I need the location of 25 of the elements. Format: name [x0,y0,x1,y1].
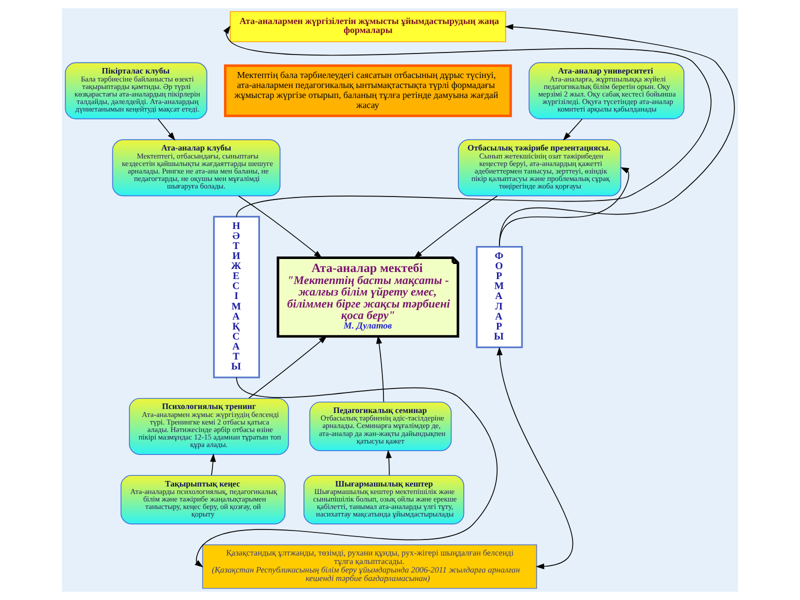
node-box: ФОРМАЛАРЫ [476,246,523,348]
node-box: Ата-аналармен жүргізілетін жұмысты ұйымдастырудың жаңа формалары [230,11,506,42]
arrow [386,450,392,476]
arrow [496,346,574,570]
node-box: Тақырыптық кеңес Ата-аналарды психологиялық, педагогикалық білім және тәжірибе жаңалықтарымен таныстыру, кеңес беру, ой қозғау, ой қорыту [120,474,286,524]
node-box: Психологиялық тренинг Ата-аналармен жұмыс жүргізудің белсенді түрі. Тренингке кемі 2 отбасы қатыса алады. Нәтижесінде әрбір отбасы өзіне пікірі мазмұндас 12-15 адамнан тұратын топ құра алады. [128,398,289,455]
arrow [194,377,498,568]
node-box: Ата-аналар университеті Ата-аналарға, жұртшылыққа жүйелі педагогикалық білім беретін орын. Оқу мерзімі 2 жыл. Оқу сабақ кестесі бойынша жүргізіледі. Оқуға түсетіндер ата-аналар комитеті арқылы қабылданады [528,62,684,120]
node-box: Пікірталас клубы Бала тәрбиесіне байланысты өзекті тақырыптарды қамтиды. Әр түрлі көзқарастағы ата-аналардың пікірлерін талдайды, дәлелдейді. Ата-аналардың дүниетанымын кеңейтуді мақсат етеді. [64,62,208,120]
node-box: Педагогикалық семинар Отбасылық тәрбиенің әдіс-тәсілдеріне арналады. Семинарға мұғалімдер де, ата-аналар да жан-жақты дайындықпен қатысуы қажет [309,402,452,452]
arrow [210,453,216,476]
arrow [498,24,735,246]
node-box: Шығармашылық кештер Шығармашылық кештер мектепішілік және сыныпішілік болып, озық ойлы және ерекше қабілетті, танымал ата-аналарды үлгі тұту, насихаттау мақсатында ұйымдастырылады [304,474,464,524]
arrow [498,167,630,246]
arrow [158,118,176,141]
node-box: НӘТИЖЕСІ МАҚСАТЫ [213,216,260,378]
arrow [248,336,328,399]
arrow [376,335,384,402]
arrow [562,118,583,141]
node-box: Қазақстандық ұлтжанды, төзімді, рухани құнды, рух-жігері шыңдалған белсенді тұлға қалыптасады. (Қазақстан Республикасының білім беру ұйымдарында 2006-2011 жылдарға арналған кешенді тәрбие бағдарламасынан) [202,544,538,589]
node-box: Отбасылық тәжірибе презентациясы. Сынып жетекшісінің озат тәжірибеден кеңестер беруі, ата-аналардың қажетті әдебиеттермен танысуы, зерттеуі, өзіндік пікір қалыптасуы және проблемалық сұрақ төңірегінде жоба қорғауы [458,139,622,196]
node-box: Мектептің бала тәрбиелеудегі саясатын отбасының дұрыс түсінуі, ата-аналармен педагогикалық ынтымақтастықта түрлі формадағы жұмыстар жүргізе отырып, баланың тұлға ретінде дамуына жағдай жасау [224,64,512,118]
node-box: Ата-аналар клубы Мектептегі, отбасындағы, сыныптағы кездесетін қайшылықты жағдаяттарды шешуге арналады. Рингке не ата-ана мен баланы, не педагогтарды, не оқушы мен мұғалімді шығаруға болады. [112,139,280,196]
arrow [414,196,498,258]
arrow [238,196,322,258]
